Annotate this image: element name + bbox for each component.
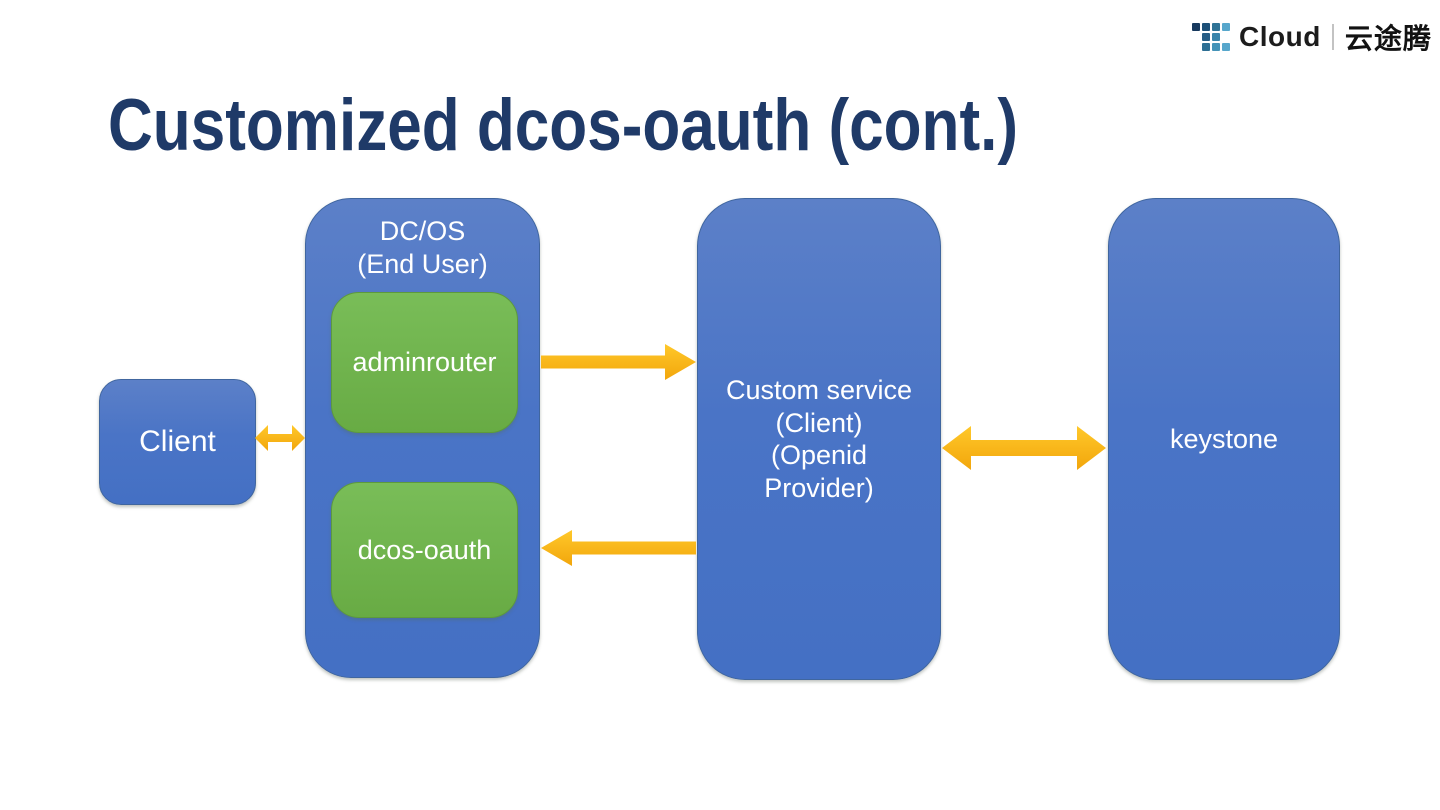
node-adminrouter: adminrouter bbox=[331, 292, 518, 433]
node-dcos-oauth: dcos-oauth bbox=[331, 482, 518, 618]
node-custom-service: Custom service (Client) (Openid Provider… bbox=[697, 198, 941, 680]
node-adminrouter-label: adminrouter bbox=[352, 347, 497, 377]
node-custom-service-line2: (Client) bbox=[775, 407, 863, 438]
node-dcos-oauth-label: dcos-oauth bbox=[357, 534, 492, 565]
brand-chinese-text: 云途腾 bbox=[1344, 23, 1432, 54]
node-custom-service-line3: (Openid bbox=[770, 440, 868, 470]
arrow-custom-service-keystone-bidirectional bbox=[942, 426, 1106, 470]
page-title: Customized dcos-oauth (cont.) bbox=[108, 85, 1019, 166]
node-custom-service-line1: Custom service bbox=[725, 375, 913, 405]
brand-logo: Cloud 云途腾 bbox=[1192, 17, 1432, 57]
node-keystone-label: keystone bbox=[1169, 423, 1279, 454]
brand-cloud-text: Cloud bbox=[1239, 21, 1321, 52]
node-client: Client bbox=[99, 379, 256, 505]
node-keystone: keystone bbox=[1108, 198, 1340, 680]
node-dcos-label-line2: (End User) bbox=[357, 249, 488, 279]
node-dcos-label-line1: DC/OS bbox=[379, 216, 466, 246]
arrow-client-dcos-bidirectional bbox=[255, 425, 305, 451]
node-custom-service-line4: Provider) bbox=[764, 472, 874, 503]
arrow-custom-service-to-dcos-oauth bbox=[541, 530, 696, 566]
node-dcos-label: DC/OS (End User) bbox=[306, 199, 539, 281]
t2-grid-icon bbox=[1192, 23, 1230, 51]
arrow-adminrouter-to-custom-service bbox=[541, 344, 696, 380]
brand-separator bbox=[1331, 24, 1334, 50]
node-dcos-container: DC/OS (End User) adminrouter dcos-oauth bbox=[305, 198, 540, 678]
node-client-label: Client bbox=[139, 425, 216, 458]
